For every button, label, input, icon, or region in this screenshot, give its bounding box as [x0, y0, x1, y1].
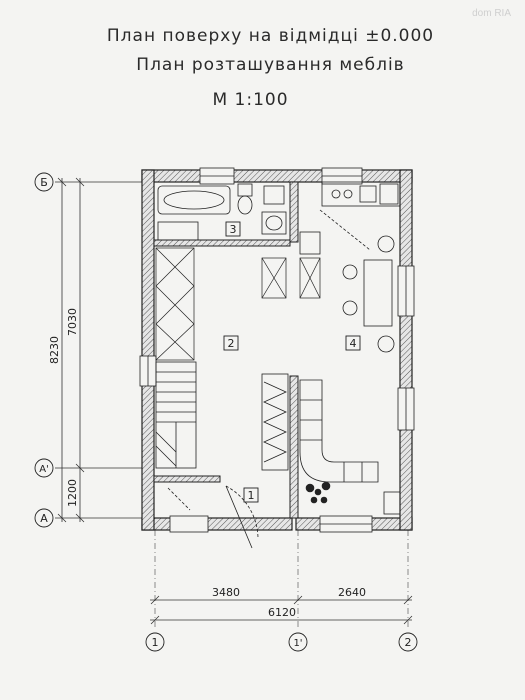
- horizontal-axis-leaders: [55, 181, 150, 519]
- room-number-1: 1: [248, 489, 255, 502]
- horizontal-axis-markers: [34, 172, 54, 528]
- axis-label-1-prime: 1': [293, 638, 302, 649]
- room-number-2: 2: [228, 337, 235, 350]
- room-number-boxes: [223, 221, 361, 503]
- dimension-overall-height: 8230: [48, 336, 61, 364]
- windows: [139, 167, 415, 533]
- vertical-dimension-lines: [57, 177, 85, 523]
- dimension-lower-height: 1200: [66, 479, 79, 507]
- plan-scale: М 1:100: [212, 90, 289, 110]
- kitchen-fixtures: [299, 181, 401, 353]
- entry-door: [167, 485, 259, 549]
- axis-label-a: А: [40, 512, 48, 525]
- room-number-3: 3: [230, 223, 237, 236]
- interior-walls: [153, 181, 299, 519]
- watermark-logo: dom RIA: [472, 8, 511, 19]
- wardrobe: [261, 373, 289, 471]
- plan-title: План поверху на відмідці ±0.000: [106, 26, 435, 46]
- room-number-4: 4: [350, 337, 357, 350]
- corner-sofa: [299, 379, 401, 515]
- dimension-overall-width: 6120: [268, 606, 296, 619]
- staircase: [155, 361, 197, 469]
- plant-icon: [305, 481, 331, 504]
- plan-subtitle: План розташування меблів: [136, 55, 405, 75]
- axis-label-a-prime: А': [39, 464, 49, 475]
- axis-lines: [154, 530, 409, 628]
- axis-label-2: 2: [405, 636, 412, 649]
- axis-label-b: Б: [40, 176, 48, 189]
- bathroom-fixtures: [157, 183, 287, 241]
- dimension-right-width: 2640: [338, 586, 366, 599]
- dimension-upper-height: 7030: [66, 308, 79, 336]
- axis-label-1: 1: [152, 636, 159, 649]
- horizontal-dimension-lines: [150, 595, 413, 625]
- vertical-axis-markers: [145, 632, 418, 652]
- dimension-left-width: 3480: [212, 586, 240, 599]
- storage-shelves: [155, 247, 321, 361]
